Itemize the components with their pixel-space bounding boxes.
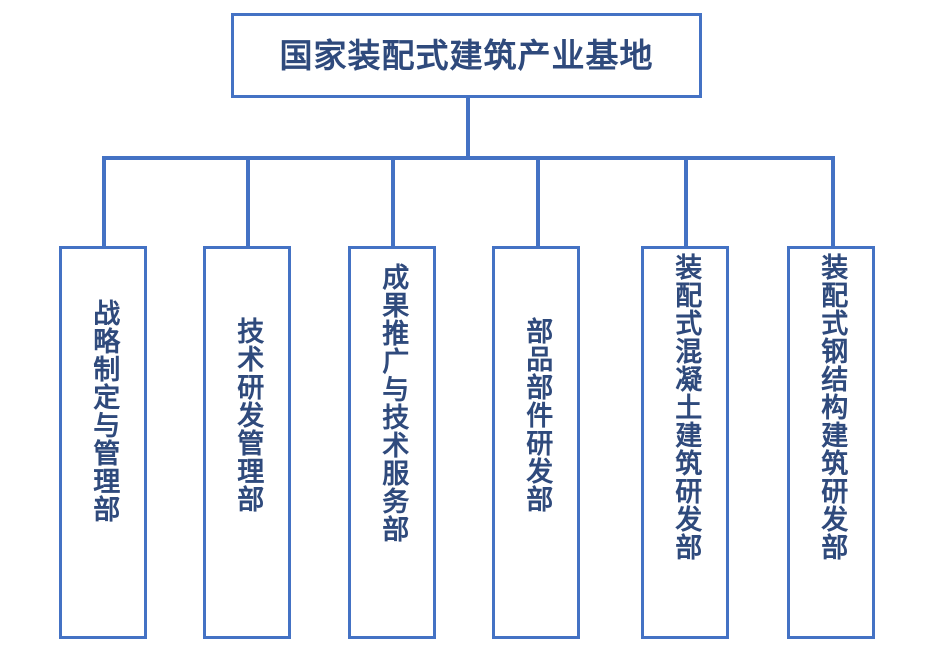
org-node-root[interactable]: 国家装配式建筑产业基地: [231, 13, 702, 98]
connector-drop-2: [246, 156, 250, 249]
org-node-dept-6-label: 装配式钢结构建筑研发部: [816, 253, 848, 561]
connector-horizontal-bus: [102, 156, 835, 160]
connector-drop-6: [831, 156, 835, 249]
org-node-dept-6[interactable]: 装配式钢结构建筑研发部: [787, 246, 875, 639]
connector-drop-5: [684, 156, 688, 249]
connector-drop-4: [536, 156, 540, 249]
org-node-dept-1[interactable]: 战略制定与管理部: [59, 246, 147, 639]
org-node-dept-3-label: 成果推广与技术服务部: [377, 263, 409, 543]
org-node-root-label: 国家装配式建筑产业基地: [279, 36, 654, 75]
org-node-dept-2-label: 技术研发管理部: [232, 317, 264, 513]
org-node-dept-4-label: 部品部件研发部: [521, 317, 553, 513]
connector-drop-3: [391, 156, 395, 249]
org-node-dept-5-label: 装配式混凝土建筑研发部: [670, 253, 702, 561]
org-node-dept-3[interactable]: 成果推广与技术服务部: [348, 246, 436, 639]
org-node-dept-1-label: 战略制定与管理部: [88, 299, 120, 523]
org-node-dept-4[interactable]: 部品部件研发部: [492, 246, 580, 639]
connector-drop-1: [102, 156, 106, 249]
org-node-dept-5[interactable]: 装配式混凝土建筑研发部: [641, 246, 729, 639]
org-node-dept-2[interactable]: 技术研发管理部: [203, 246, 291, 639]
connector-root-stem: [466, 97, 470, 160]
